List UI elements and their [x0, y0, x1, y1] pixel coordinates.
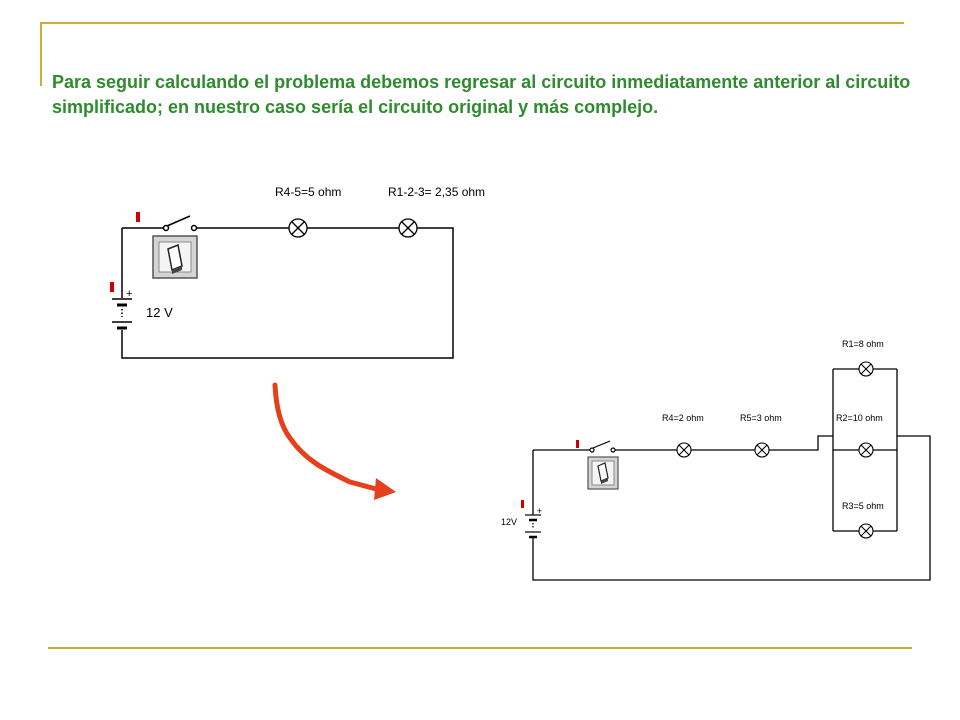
- bottom-rule: [48, 647, 912, 649]
- original-r5-label: R5=3 ohm: [740, 413, 782, 423]
- original-wire-left: [532, 435, 931, 581]
- simplified-battery-plus: +: [126, 288, 132, 300]
- original-lamp-r4-icon: [676, 442, 692, 458]
- original-switch-symbol: [589, 440, 616, 453]
- simplified-terminal-left: [110, 282, 114, 292]
- original-battery-icon: [525, 514, 541, 539]
- simplified-lamp-a-label: R4-5=5 ohm: [275, 185, 341, 199]
- original-r3-label: R3=5 ohm: [842, 501, 884, 511]
- slide-body-text: Para seguir calculando el problema debem…: [52, 72, 911, 117]
- top-rule: [40, 22, 904, 24]
- original-battery-plus: +: [537, 506, 542, 516]
- simplified-wire: [121, 227, 454, 359]
- simplified-lamp-b-icon: [398, 218, 418, 238]
- left-rule: [40, 22, 42, 86]
- simplified-battery-icon: [112, 298, 132, 330]
- simplified-lamp-a-icon: [288, 218, 308, 238]
- original-terminal-left: [521, 500, 524, 508]
- original-lamp-r1-icon: [858, 361, 874, 377]
- original-lamp-r2-icon: [858, 442, 874, 458]
- original-r1-label: R1=8 ohm: [842, 339, 884, 349]
- original-terminal-top: [576, 440, 579, 448]
- simplified-switch-icon: [152, 235, 198, 279]
- original-battery-label: 12V: [501, 517, 517, 527]
- simplified-switch-symbol: [162, 215, 198, 232]
- original-lamp-r3-icon: [858, 523, 874, 539]
- original-wire-main: [533, 435, 833, 451]
- original-switch-icon: [587, 456, 619, 490]
- original-r2-label: R2=10 ohm: [836, 413, 883, 423]
- simplified-battery-label: 12 V: [146, 305, 173, 320]
- simplified-lamp-b-label: R1-2-3= 2,35 ohm: [388, 185, 485, 199]
- original-r4-label: R4=2 ohm: [662, 413, 704, 423]
- original-lamp-r5-icon: [754, 442, 770, 458]
- simplified-terminal-top: [136, 212, 140, 222]
